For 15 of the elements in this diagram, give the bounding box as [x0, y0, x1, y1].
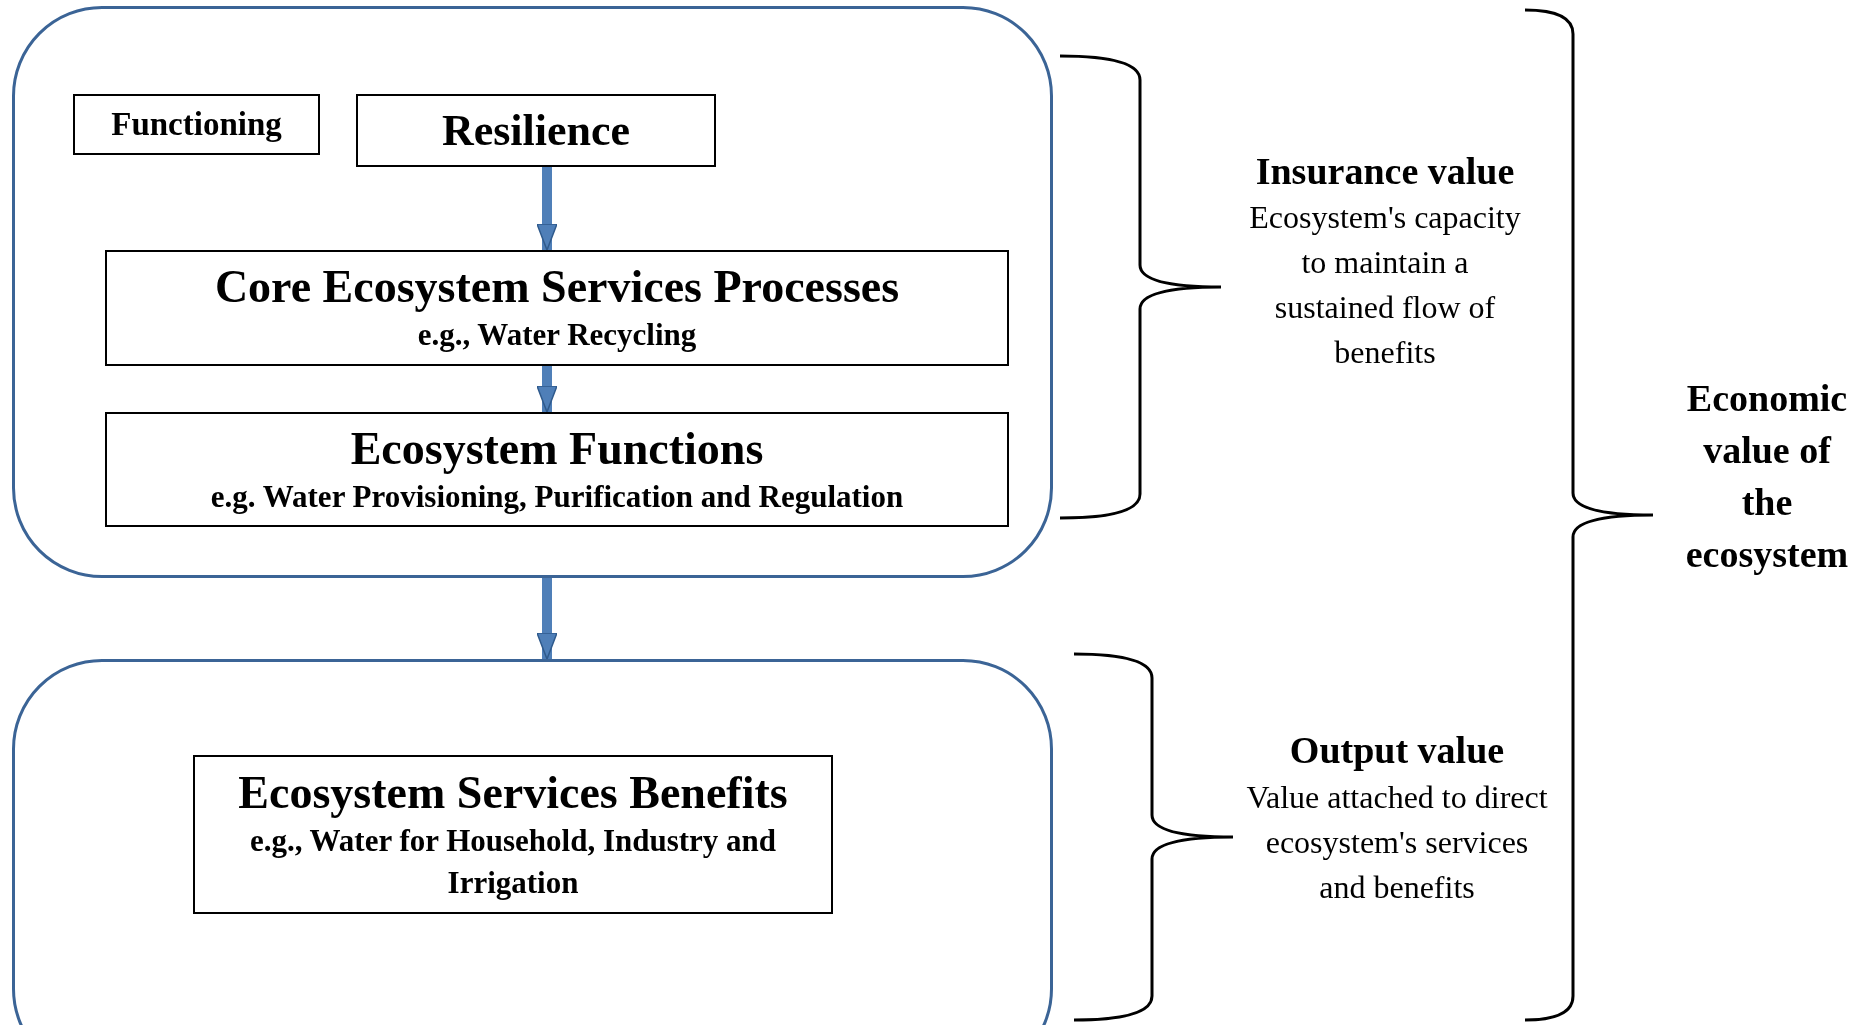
rounded-container	[12, 6, 1053, 578]
text-box: Ecosystem Functions e.g. Water Provisioning, Purification and Regulation	[105, 412, 1009, 527]
text-box: Core Ecosystem Services Processes e.g., Water Recycling	[105, 250, 1009, 366]
text-box: Resilience	[356, 94, 716, 167]
block-arrow	[536, 578, 558, 660]
text-box: Ecosystem Services Benefits e.g., Water for Household, Industry and Irrigation	[193, 755, 833, 914]
value-heading: Economic value of the ecosystem	[1684, 376, 1850, 577]
rounded-container	[12, 659, 1053, 1025]
text-box: Functioning	[73, 94, 320, 155]
value-heading: Output value	[1288, 728, 1506, 773]
description-text: Value attached to direct ecosystem's services and benefits	[1245, 778, 1549, 907]
block-arrow	[536, 366, 558, 413]
block-arrow	[536, 167, 558, 251]
value-heading: Insurance value	[1254, 149, 1516, 194]
description-text: Ecosystem's capacity to maintain a sustained flow of benefits	[1248, 198, 1522, 372]
